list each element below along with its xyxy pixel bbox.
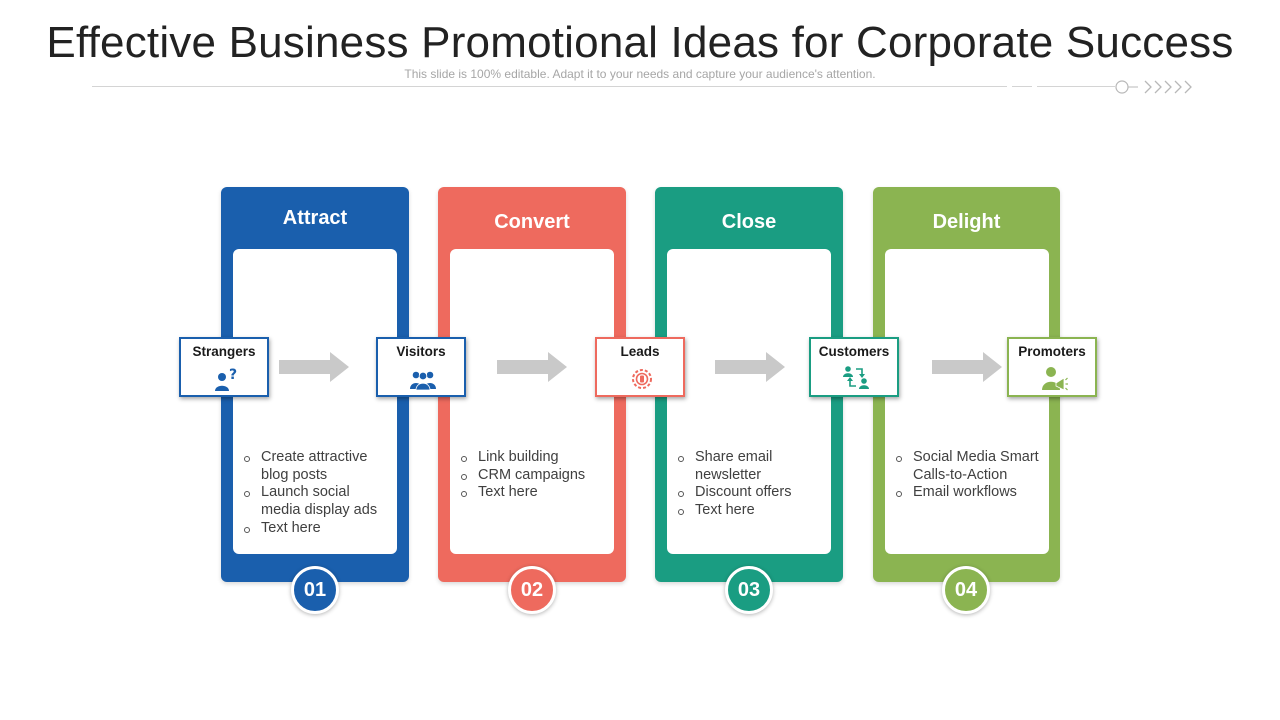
title-divider-mid [1012,86,1032,87]
step-number-badge: 01 [291,566,339,614]
list-item: Share email newsletter [677,449,827,484]
step-number-badge: 02 [508,566,556,614]
step-number-badge: 03 [725,566,773,614]
list-item: Launch social media display ads [243,484,393,519]
bullet-list: Share email newsletter Discount offers T… [677,449,827,520]
title-divider-right [1037,86,1115,87]
stage-card: Link building CRM campaigns Text here [450,249,614,554]
person-megaphone-icon [1042,367,1068,391]
stage-title: Delight [932,211,1001,233]
flow-arrow-icon [932,352,1002,382]
list-item: Link building [460,449,610,467]
stage-delight: Delight Social Media Smart Calls-to-Acti… [873,187,1060,582]
list-item: Text here [677,502,827,520]
stage-title: Convert [494,211,570,233]
list-item: Text here [243,520,393,538]
bullet-list: Link building CRM campaigns Text here [460,449,610,502]
bullet-list: Create attractive blog posts Launch soci… [243,449,393,538]
stage-convert: Convert Link building CRM campaigns Text… [438,187,626,582]
title-divider-left [92,86,1007,87]
stage-card: Create attractive blog posts Launch soci… [233,249,397,554]
node-visitors: Visitors [376,337,466,397]
flow-arrow-icon [279,352,349,382]
step-number-badge: 04 [942,566,990,614]
svg-text:?: ? [229,367,237,383]
list-item: Create attractive blog posts [243,449,393,484]
stage-card: Social Media Smart Calls-to-Action Email… [885,249,1049,554]
flow-arrow-icon [497,352,567,382]
node-strangers: Strangers ? [179,337,269,397]
node-promoters: Promoters [1007,337,1097,397]
slide-title: Effective Business Promotional Ideas for… [46,18,1234,67]
group-icon [410,371,436,391]
list-item: Discount offers [677,484,827,502]
node-label: Strangers [192,344,256,359]
node-label: Promoters [1018,344,1086,359]
slide-subtitle: This slide is 100% editable. Adapt it to… [404,67,876,81]
chevron-ornament-icon [1115,80,1192,94]
node-label: Visitors [396,344,446,359]
exchange-users-icon [843,366,869,389]
list-item: Social Media Smart Calls-to-Action [895,449,1045,484]
bullet-list: Social Media Smart Calls-to-Action Email… [895,449,1045,502]
list-item: CRM campaigns [460,467,610,485]
node-customers: Customers [809,337,899,397]
node-label: Customers [818,344,890,359]
stage-title: Attract [282,207,348,229]
flow-arrow-icon [715,352,785,382]
stage-card: Share email newsletter Discount offers T… [667,249,831,554]
node-leads: Leads [595,337,685,397]
target-gear-icon [632,369,652,389]
list-item: Email workflows [895,484,1045,502]
stage-title: Close [721,211,777,233]
list-item: Text here [460,484,610,502]
stage-attract: Attract Create attractive blog posts Lau… [221,187,409,582]
node-label: Leads [620,344,660,359]
person-question-icon: ? [215,367,237,391]
